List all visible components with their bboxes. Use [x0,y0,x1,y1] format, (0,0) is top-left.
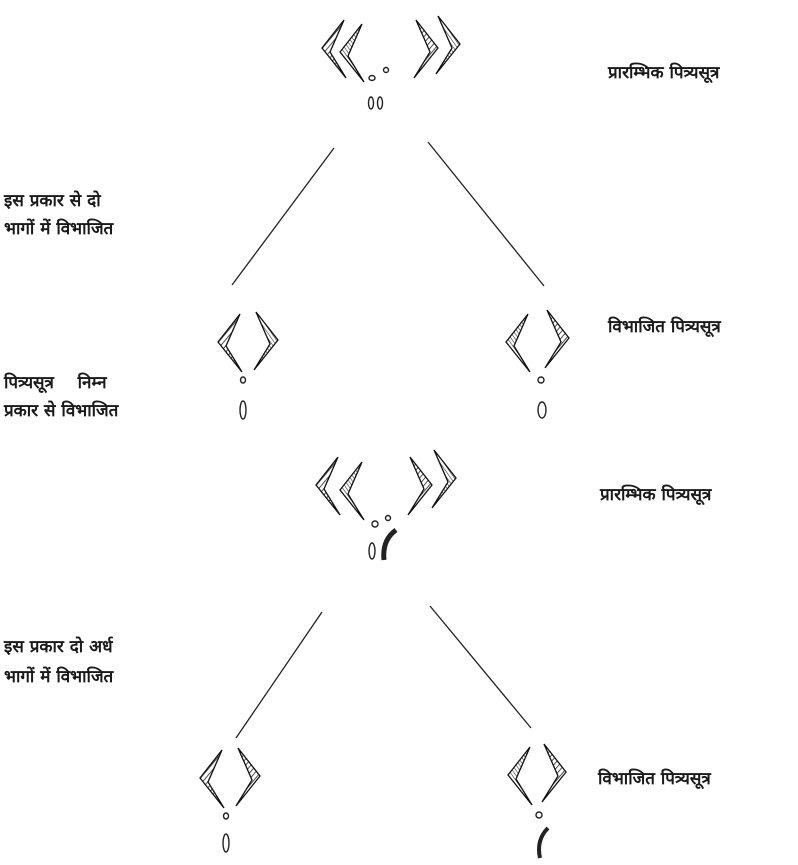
division-line-right [427,141,545,287]
small-chromosome-dot [537,376,545,384]
chromosome-chevron [235,747,261,807]
division-note-line1-2: इस प्रकार दो अर्ध [4,637,113,657]
small-chromosome-dot [382,66,390,74]
small-chromosome-dot [371,520,379,528]
small-chromosome-dot [239,376,247,384]
chromosome-chevron [217,313,243,373]
initial-chromosome-label-2: प्रारम्भिक पित्र्यसूत्र [600,485,712,505]
division-note-line2-2: भागों में विभाजित [4,667,114,687]
divided-chromosome-group-left-1 [217,311,279,420]
chromosome-division-note-line2: प्रकार से विभाजित [4,401,119,421]
initial-chromosome-label-1: प्रारम्भिक पित्र्यसूत्र [608,63,720,83]
chromosome-chevron [253,311,279,371]
chromosome-chevron [199,749,225,809]
small-chromosome-curved [381,527,398,561]
chromosome-division-note-line1: पित्र्यसूत्र निम्न [4,373,107,393]
chromosome-chevron [541,743,567,803]
divided-chromosome-label-1: विभाजित पित्र्यसूत्र [608,317,721,337]
small-chromosome-dot [384,514,392,522]
small-chromosome-rod [537,401,547,419]
chromosome-chevron [544,309,570,369]
division-note-line2-1: भागों में विभाजित [4,219,114,239]
chromosome-left-outer [315,456,341,516]
small-chromosome-dot [222,812,230,820]
small-chromosome-rod [239,400,247,420]
small-chromosome-dot [368,74,376,82]
small-chromosome-rod [367,96,375,110]
chromosome-right-outer [431,449,457,509]
small-chromosome-rod [222,833,230,853]
small-chromosome-rod [376,96,384,110]
chromosome-right-outer [435,15,461,75]
chromosome-right-inner [407,456,433,516]
initial-chromosome-group-1 [321,15,461,110]
division-line-right [429,605,532,729]
initial-chromosome-group-2 [315,449,457,561]
divided-chromosome-group-left-2 [199,747,261,853]
division-line-left [231,147,335,286]
chromosome-chevron [507,746,533,806]
chromosome-left-inner [339,461,365,521]
divided-chromosome-group-right-1 [505,309,570,419]
small-chromosome-rod [368,542,376,560]
division-line-left [235,611,323,739]
divided-chromosome-label-2: विभाजित पित्र्यसूत्र [598,769,711,789]
division-note-line1-1: इस प्रकार से दो [4,191,101,211]
divided-chromosome-group-right-2 [507,743,567,859]
chromosome-right-inner [413,19,439,79]
chromosome-chevron [505,313,531,373]
small-chromosome-curved [537,826,550,859]
small-chromosome-dot [535,811,543,819]
